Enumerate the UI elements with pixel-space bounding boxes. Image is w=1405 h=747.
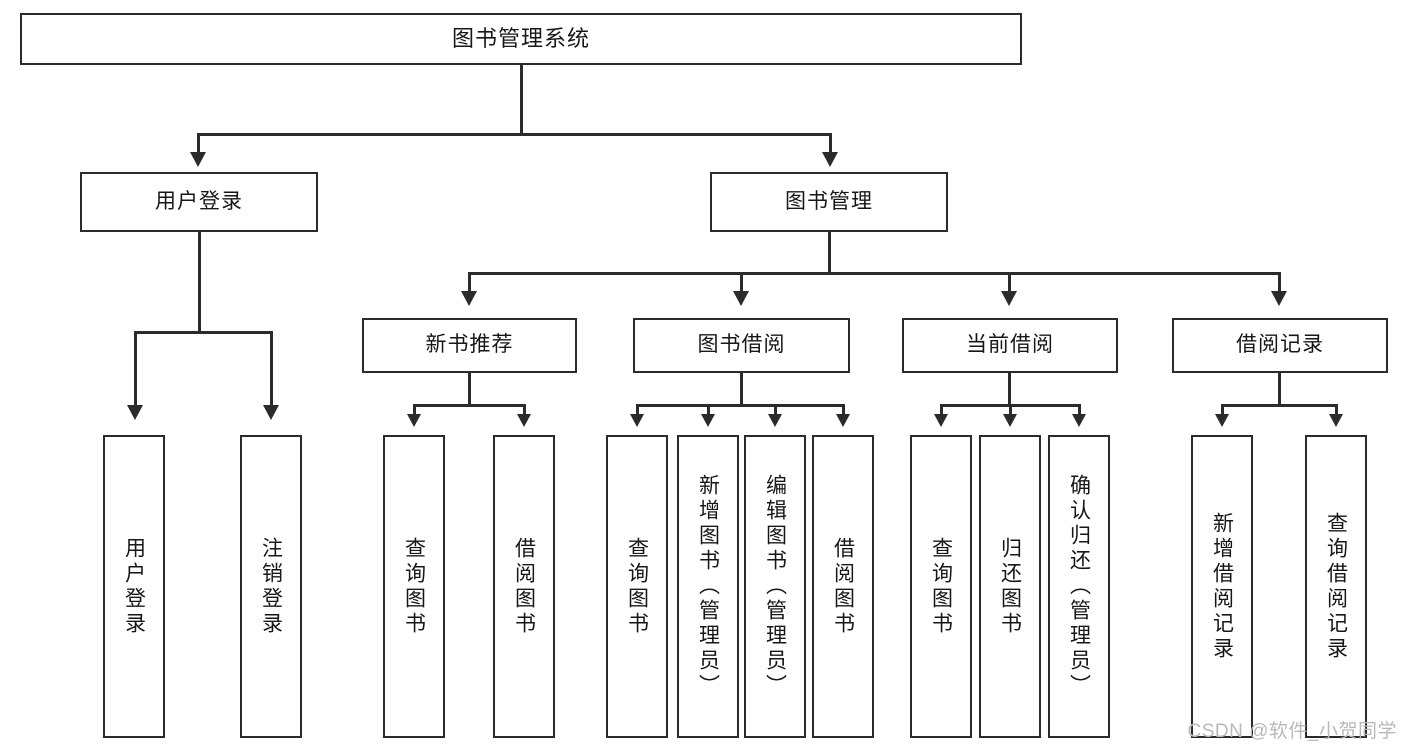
node-label: 查询图书 xyxy=(929,536,953,637)
connector-user-login-leaf2 xyxy=(270,331,273,407)
connector-user-login-leaf1 xyxy=(134,331,137,407)
connector-book-borrow-bus xyxy=(636,404,844,407)
connector-borrow-record-leaf2 xyxy=(1335,404,1338,418)
connector-borrow-record-leaf1 xyxy=(1221,404,1224,418)
node-label: 归还图书 xyxy=(998,536,1022,637)
arrowhead-leaf-query-book-3 xyxy=(934,414,948,427)
arrowhead-leaf-query-record xyxy=(1329,414,1343,427)
connector-drop-new-book xyxy=(468,272,471,294)
connector-book-borrow-stem xyxy=(740,373,743,406)
connector-drop-current-borrow xyxy=(1008,272,1011,294)
arrowhead-leaf-return-book xyxy=(1003,414,1017,427)
node-user-login[interactable]: 用户登录 xyxy=(80,172,318,232)
node-label: 新书推荐 xyxy=(425,333,514,357)
node-label: 确认归还（管理员） xyxy=(1067,474,1091,699)
connector-current-borrow-leaf2 xyxy=(1009,404,1012,418)
leaf-query-borrow-record[interactable]: 查询借阅记录 xyxy=(1305,435,1367,738)
node-borrow-record[interactable]: 借阅记录 xyxy=(1172,318,1388,373)
leaf-add-book-admin[interactable]: 新增图书（管理员） xyxy=(677,435,739,738)
node-label: 图书管理系统 xyxy=(451,26,590,52)
node-label: 注销登录 xyxy=(259,536,283,637)
node-current-borrow[interactable]: 当前借阅 xyxy=(902,318,1118,373)
connector-new-book-bus xyxy=(413,404,525,407)
node-label: 借阅记录 xyxy=(1236,333,1324,357)
connector-level3-bus xyxy=(468,272,1280,275)
arrowhead-leaf-add-book xyxy=(701,414,715,427)
arrowhead-leaf-borrow-book-1 xyxy=(517,414,531,427)
node-new-book-recommend[interactable]: 新书推荐 xyxy=(362,318,577,373)
connector-drop-user-login xyxy=(197,133,200,155)
connector-book-borrow-leaf4 xyxy=(842,404,845,418)
connector-drop-book-borrow xyxy=(740,272,743,294)
connector-book-manage-stem xyxy=(828,232,831,274)
node-label: 查询图书 xyxy=(625,536,649,637)
leaf-query-book-borrow[interactable]: 查询图书 xyxy=(606,435,668,738)
leaf-logout[interactable]: 注销登录 xyxy=(240,435,302,738)
connector-new-book-leaf1 xyxy=(413,404,416,418)
node-label: 新增图书（管理员） xyxy=(696,474,720,699)
arrowhead-leaf-borrow-book-2 xyxy=(836,414,850,427)
leaf-return-book[interactable]: 归还图书 xyxy=(979,435,1041,738)
node-label: 用户登录 xyxy=(155,189,243,213)
connector-current-borrow-leaf3 xyxy=(1078,404,1081,418)
leaf-borrow-book[interactable]: 借阅图书 xyxy=(812,435,874,738)
arrowhead-leaf-add-record xyxy=(1215,414,1229,427)
connector-drop-borrow-record xyxy=(1278,272,1281,294)
arrowhead-leaf-user-login xyxy=(127,405,143,420)
leaf-query-book-current[interactable]: 查询图书 xyxy=(910,435,972,738)
arrowhead-book-borrow xyxy=(733,291,749,306)
connector-current-borrow-leaf1 xyxy=(940,404,943,418)
arrowhead-leaf-query-book-1 xyxy=(407,414,421,427)
arrowhead-current-borrow xyxy=(1001,291,1017,306)
connector-borrow-record-stem xyxy=(1278,373,1281,406)
connector-user-login-bus xyxy=(134,331,272,334)
arrowhead-user-login xyxy=(190,152,206,167)
leaf-confirm-return-admin[interactable]: 确认归还（管理员） xyxy=(1048,435,1110,738)
leaf-add-borrow-record[interactable]: 新增借阅记录 xyxy=(1191,435,1253,738)
node-label: 用户登录 xyxy=(122,536,146,637)
arrowhead-borrow-record xyxy=(1271,291,1287,306)
connector-book-borrow-leaf1 xyxy=(636,404,639,418)
connector-level2-bus xyxy=(197,133,831,136)
node-label: 借阅图书 xyxy=(512,536,536,637)
connector-book-borrow-leaf3 xyxy=(774,404,777,418)
connector-drop-book-manage xyxy=(829,133,832,155)
leaf-edit-book-admin[interactable]: 编辑图书（管理员） xyxy=(744,435,806,738)
leaf-query-book-recommend[interactable]: 查询图书 xyxy=(383,435,445,738)
connector-current-borrow-stem xyxy=(1008,373,1011,406)
connector-new-book-leaf2 xyxy=(523,404,526,418)
node-root-system[interactable]: 图书管理系统 xyxy=(20,13,1022,65)
node-label: 图书借阅 xyxy=(697,333,786,357)
node-label: 编辑图书（管理员） xyxy=(763,474,787,699)
node-label: 新增借阅记录 xyxy=(1210,511,1234,662)
arrowhead-new-book-recommend xyxy=(461,291,477,306)
node-book-borrow[interactable]: 图书借阅 xyxy=(633,318,850,373)
connector-root-stem xyxy=(520,65,523,135)
node-label: 查询借阅记录 xyxy=(1324,511,1348,662)
connector-user-login-stem xyxy=(198,232,201,333)
arrowhead-leaf-confirm-return xyxy=(1072,414,1086,427)
arrowhead-leaf-logout xyxy=(263,405,279,420)
node-book-management[interactable]: 图书管理 xyxy=(710,172,948,232)
connector-borrow-record-bus xyxy=(1221,404,1337,407)
node-label: 借阅图书 xyxy=(831,536,855,637)
node-label: 查询图书 xyxy=(402,536,426,637)
node-label: 图书管理 xyxy=(785,189,873,213)
node-label: 当前借阅 xyxy=(966,333,1054,357)
connector-book-borrow-leaf2 xyxy=(707,404,710,418)
leaf-user-login[interactable]: 用户登录 xyxy=(103,435,165,738)
arrowhead-leaf-query-book-2 xyxy=(630,414,644,427)
arrowhead-book-manage xyxy=(822,152,838,167)
connector-new-book-stem xyxy=(468,373,471,406)
arrowhead-leaf-edit-book xyxy=(768,414,782,427)
leaf-borrow-book-recommend[interactable]: 借阅图书 xyxy=(493,435,555,738)
